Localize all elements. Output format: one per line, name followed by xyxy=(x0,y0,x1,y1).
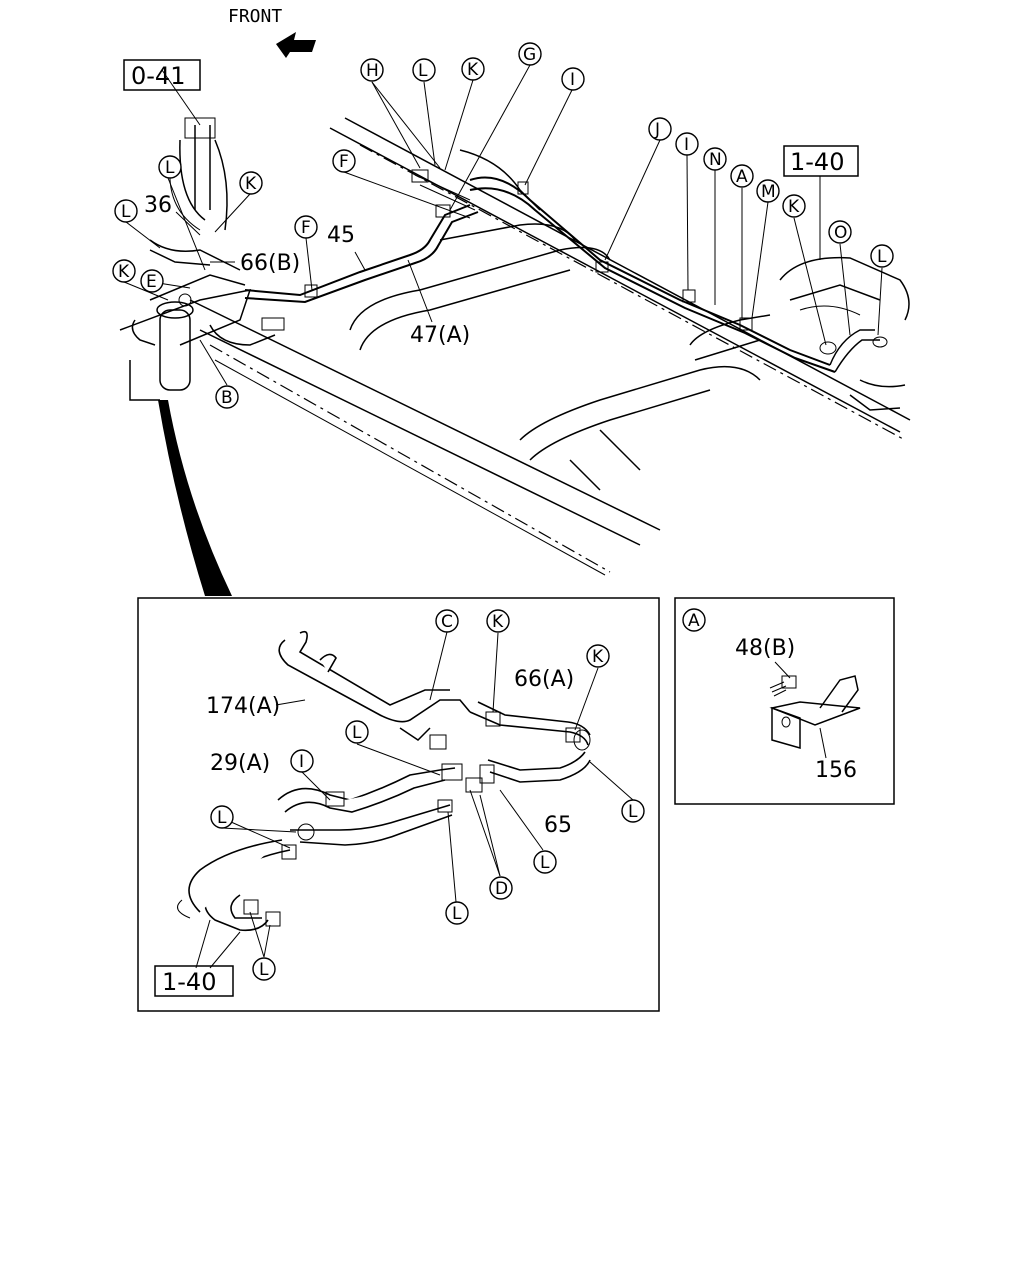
callout-L-inset-3: L xyxy=(621,799,645,823)
svg-text:L: L xyxy=(540,853,550,873)
svg-text:L: L xyxy=(259,960,269,980)
svg-text:K: K xyxy=(467,60,479,80)
upper-callouts: H L K G I J I N A M K O L F F L K L K E … xyxy=(112,42,894,409)
svg-text:B: B xyxy=(221,388,233,408)
bracket-156 xyxy=(769,675,861,749)
callout-L-top: L xyxy=(412,58,436,82)
part-65: 65 xyxy=(544,813,572,838)
svg-text:N: N xyxy=(709,150,722,170)
svg-text:I: I xyxy=(570,70,575,90)
vehicle-frame xyxy=(189,117,911,576)
svg-text:K: K xyxy=(492,612,504,632)
svg-text:F: F xyxy=(339,152,349,172)
svg-text:K: K xyxy=(245,174,257,194)
svg-text:A: A xyxy=(688,611,700,631)
callout-K-inset-2: K xyxy=(586,644,610,668)
callout-C: C xyxy=(435,609,459,633)
svg-text:L: L xyxy=(452,904,462,924)
callout-D: D xyxy=(489,876,513,900)
svg-text:F: F xyxy=(301,218,311,238)
svg-text:K: K xyxy=(118,262,130,282)
svg-text:A: A xyxy=(736,167,748,187)
bolt-48b xyxy=(769,675,797,697)
svg-text:J: J xyxy=(654,120,660,140)
svg-text:L: L xyxy=(877,247,887,267)
callout-I-right: I xyxy=(675,132,699,156)
callout-F-upper: F xyxy=(332,149,356,173)
svg-text:D: D xyxy=(495,879,508,899)
callout-K-top: K xyxy=(461,57,485,81)
svg-text:I: I xyxy=(684,135,689,155)
inset-detail-hoses: C K K L I L L L D L L 174(A) 66(A) 29(A)… xyxy=(137,597,660,1012)
callout-K-left-1: K xyxy=(239,171,263,195)
part-66b: 66(B) xyxy=(240,251,300,276)
svg-text:M: M xyxy=(761,182,776,202)
svg-text:E: E xyxy=(146,272,157,292)
callout-I-top: I xyxy=(561,67,585,91)
svg-text:I: I xyxy=(299,752,304,772)
callout-F-lower: F xyxy=(294,215,318,239)
svg-text:L: L xyxy=(217,808,227,828)
callout-G: G xyxy=(518,42,542,66)
svg-text:L: L xyxy=(628,802,638,822)
ref-0-41-text: 0-41 xyxy=(131,62,185,90)
ref-box-1-40-upper: 1-40 xyxy=(783,145,859,177)
detail-a-box: A 48(B) 156 xyxy=(674,597,895,805)
part-45: 45 xyxy=(327,223,355,248)
svg-text:L: L xyxy=(418,61,428,81)
callout-L-right: L xyxy=(870,244,894,268)
callout-K-left-2: K xyxy=(112,259,136,283)
callout-A: A xyxy=(730,164,754,188)
ref-box-0-41: 0-41 xyxy=(123,59,201,91)
part-36: 36 xyxy=(144,193,172,218)
part-47a: 47(A) xyxy=(410,323,470,348)
svg-text:L: L xyxy=(352,723,362,743)
part-48b: 48(B) xyxy=(735,636,795,661)
callout-K-right: K xyxy=(782,194,806,218)
callout-O: O xyxy=(828,220,852,244)
svg-text:H: H xyxy=(366,61,379,81)
svg-text:K: K xyxy=(788,197,800,217)
part-66a: 66(A) xyxy=(514,667,574,692)
part-174a: 174(A) xyxy=(206,694,280,719)
callout-L-left-1: L xyxy=(158,155,182,179)
front-label: FRONT xyxy=(228,6,282,27)
detail-pointer xyxy=(158,400,232,596)
svg-text:L: L xyxy=(121,202,131,222)
callout-M: M xyxy=(756,179,780,203)
ref-1-40-upper-text: 1-40 xyxy=(790,148,844,176)
part-29a: 29(A) xyxy=(210,751,270,776)
svg-text:L: L xyxy=(165,158,175,178)
callout-L-inset-5: L xyxy=(445,901,469,925)
callout-L-inset-4: L xyxy=(533,850,557,874)
callout-L-inset-6: L xyxy=(252,957,276,981)
svg-text:O: O xyxy=(834,223,847,243)
callout-B: B xyxy=(215,385,239,409)
callout-L-inset-2: L xyxy=(210,805,234,829)
ref-box-1-40-inset xyxy=(154,965,234,997)
callout-H-top: H xyxy=(360,58,384,82)
svg-text:C: C xyxy=(441,612,453,632)
callout-L-left-2: L xyxy=(114,199,138,223)
detail-a-label: A xyxy=(682,608,706,632)
callout-K-inset-1: K xyxy=(486,609,510,633)
canister-assembly xyxy=(119,117,285,401)
callout-I-inset: I xyxy=(290,749,314,773)
svg-text:G: G xyxy=(523,45,536,65)
svg-text:K: K xyxy=(592,647,604,667)
part-156: 156 xyxy=(815,758,857,783)
fuel-pipes-upper xyxy=(244,174,880,373)
callout-J: J xyxy=(648,117,672,141)
front-arrow-icon xyxy=(276,32,316,58)
callout-E: E xyxy=(140,269,164,293)
ref-1-40-inset-text: 1-40 xyxy=(162,968,216,996)
callout-L-inset-1: L xyxy=(345,720,369,744)
callout-N: N xyxy=(703,147,727,171)
